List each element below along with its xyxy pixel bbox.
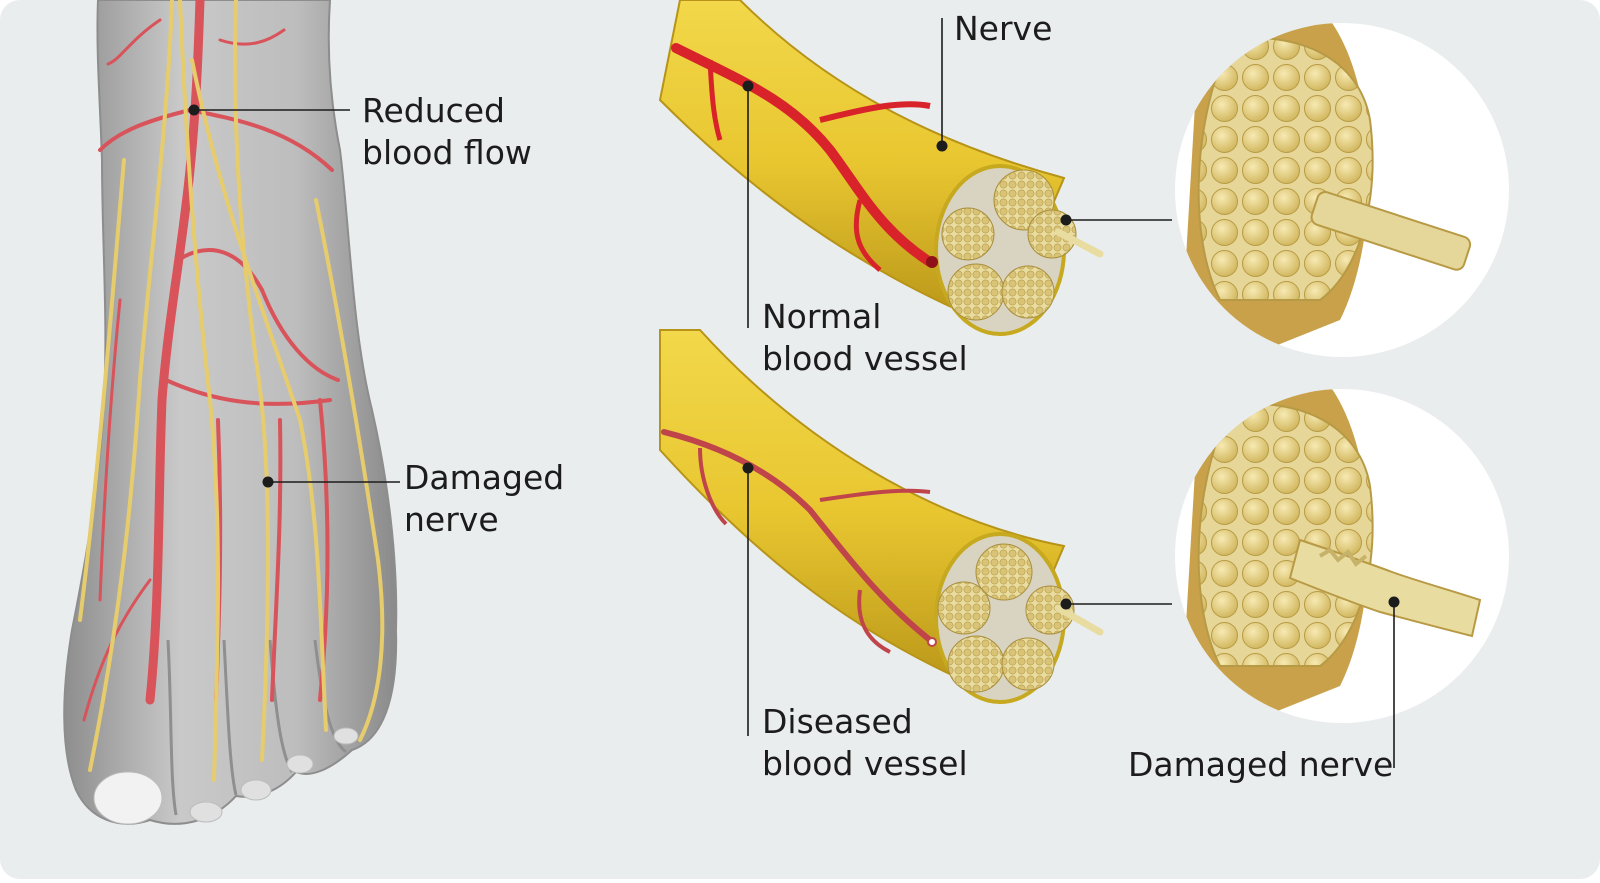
- label-diseased-blood-vessel: Diseased blood vessel: [762, 701, 968, 785]
- label-line: Damaged nerve: [1128, 745, 1394, 784]
- magnified-normal-nerve: [1175, 23, 1509, 357]
- label-normal-blood-vessel: Normal blood vessel: [762, 296, 968, 380]
- label-line: blood vessel: [762, 339, 968, 378]
- label-line: blood vessel: [762, 744, 968, 783]
- label-line: nerve: [404, 500, 499, 539]
- diseased-nerve-bundle: [659, 329, 1104, 704]
- label-line: Diseased: [762, 702, 913, 741]
- label-line: Damaged: [404, 458, 565, 497]
- leader-dots: [188, 80, 1400, 610]
- label-reduced-blood-flow: Reduced blood flow: [362, 90, 532, 174]
- label-line: blood flow: [362, 133, 532, 172]
- leader-lines: [194, 18, 1395, 768]
- label-damaged-nerve-detail: Damaged nerve: [1128, 744, 1393, 786]
- label-nerve: Nerve: [954, 8, 1052, 50]
- foot-illustration: [63, 0, 398, 825]
- label-line: Nerve: [954, 9, 1053, 48]
- label-line: Reduced: [362, 91, 506, 130]
- magnified-damaged-nerve: [1175, 389, 1509, 723]
- label-damaged-nerve-foot: Damaged nerve: [404, 457, 564, 541]
- label-line: Normal: [762, 297, 882, 336]
